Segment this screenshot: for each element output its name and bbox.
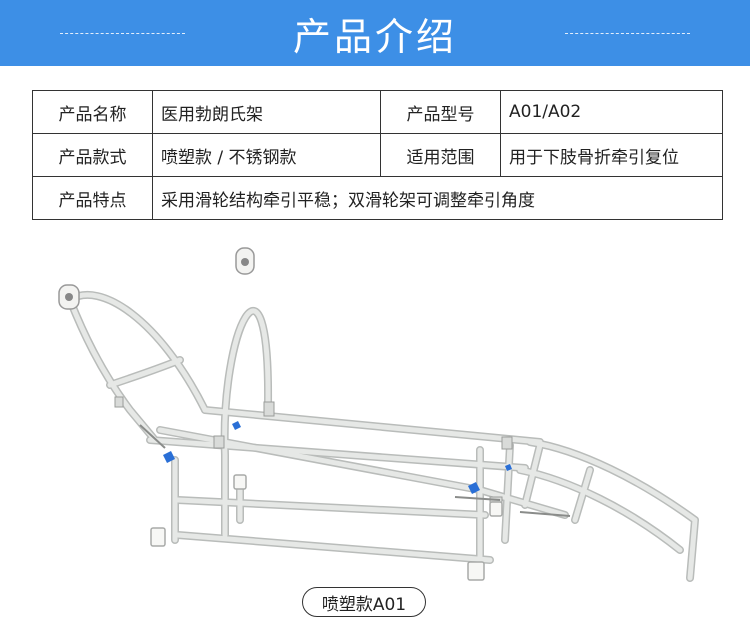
label-style: 产品款式 xyxy=(32,133,153,177)
value-model: A01/A02 xyxy=(500,90,723,134)
value-features: 采用滑轮结构牵引平稳；双滑轮架可调整牵引角度 xyxy=(152,176,723,220)
table-row: 产品款式 喷塑款 / 不锈钢款 适用范围 用于下肢骨折牵引复位 xyxy=(32,133,723,177)
label-features: 产品特点 xyxy=(32,176,153,220)
label-product-name: 产品名称 xyxy=(32,90,153,134)
model-caption: 喷塑款A01 xyxy=(302,587,426,617)
value-scope: 用于下肢骨折牵引复位 xyxy=(500,133,723,177)
divider-left xyxy=(60,33,185,34)
value-product-name: 医用勃朗氏架 xyxy=(152,90,381,134)
divider-right xyxy=(565,33,690,34)
value-style: 喷塑款 / 不锈钢款 xyxy=(152,133,381,177)
spec-table: 产品名称 医用勃朗氏架 产品型号 A01/A02 产品款式 喷塑款 / 不锈钢款… xyxy=(32,90,723,220)
label-scope: 适用范围 xyxy=(380,133,501,177)
table-row: 产品特点 采用滑轮结构牵引平稳；双滑轮架可调整牵引角度 xyxy=(32,176,723,220)
product-photo xyxy=(58,247,699,582)
label-model: 产品型号 xyxy=(380,90,501,134)
table-row: 产品名称 医用勃朗氏架 产品型号 A01/A02 xyxy=(32,90,723,134)
page-title: 产品介绍 xyxy=(292,14,457,59)
title-banner: 产品介绍 xyxy=(0,0,750,66)
